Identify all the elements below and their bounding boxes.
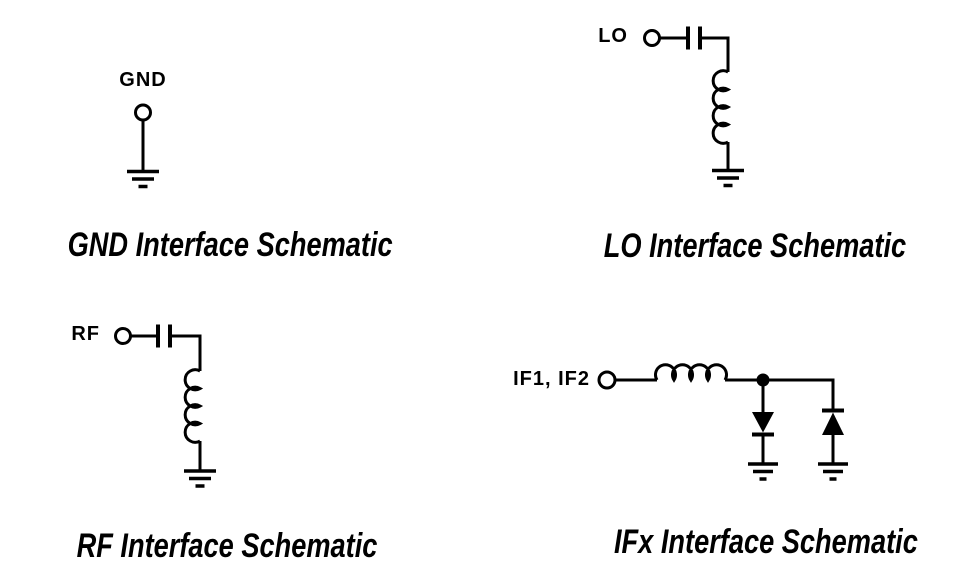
lo-caption-text: LO Interface Schematic	[603, 227, 907, 265]
lo-circuit	[643, 26, 744, 188]
ifx-ground1-icon	[748, 462, 778, 481]
ifx-wire-inductor-to-branch	[725, 378, 835, 410]
gnd-pin-label: GND	[119, 69, 167, 91]
ifx-ground2-icon	[818, 462, 848, 481]
ifx-caption-text: IFx Interface Schematic	[614, 523, 918, 561]
lo-caption: LO Interface Schematic	[555, 229, 955, 263]
lo-capacitor-icon	[686, 26, 702, 50]
gnd-caption-text: GND Interface Schematic	[67, 226, 393, 264]
gnd-caption: GND Interface Schematic	[27, 228, 427, 262]
rf-caption: RF Interface Schematic	[27, 529, 427, 563]
ifx-terminal-icon	[597, 370, 617, 390]
lo-inductor-icon	[711, 69, 732, 145]
rf-circuit	[114, 324, 216, 488]
ifx-pin-label: IF1, IF2	[513, 368, 590, 390]
rf-terminal-icon	[114, 327, 132, 345]
lo-terminal-icon	[643, 29, 661, 47]
gnd-circuit	[127, 103, 159, 189]
rf-pin-label: RF	[71, 323, 100, 345]
ifx-series-inductor-icon	[654, 363, 728, 383]
rf-ground-icon	[184, 469, 216, 488]
rf-inductor-icon	[183, 368, 204, 444]
ifx-diode1-icon	[752, 412, 774, 433]
rf-caption-text: RF Interface Schematic	[76, 527, 378, 565]
rf-wire-cap-to-inductor	[172, 334, 202, 371]
ifx-caption: IFx Interface Schematic	[566, 525, 966, 559]
ifx-diode2-icon	[822, 412, 844, 435]
gnd-ground-icon	[127, 169, 159, 189]
rf-capacitor-icon	[156, 324, 172, 348]
lo-ground-icon	[712, 168, 744, 188]
gnd-terminal-icon	[134, 103, 152, 122]
lo-pin-label: LO	[598, 25, 628, 47]
ifx-circuit	[597, 363, 848, 481]
lo-wire-cap-to-inductor	[702, 36, 730, 72]
